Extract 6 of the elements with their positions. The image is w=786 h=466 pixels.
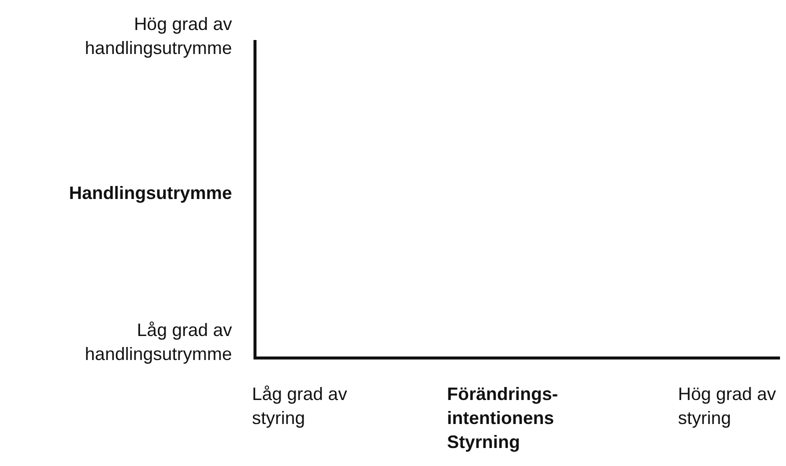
axis-title: Förändrings- intentionens Styrning [447,383,559,454]
axis-tick-label: Låg grad av styring [252,383,348,430]
axis-title: Handlingsutrymme [68,182,232,205]
axis-tick-label: Låg grad av handlingsutrymme [84,319,232,366]
axis-tick-label: Hög grad av styring [678,383,778,430]
axis-tick-label: Hög grad av handlingsutrymme [84,13,232,60]
